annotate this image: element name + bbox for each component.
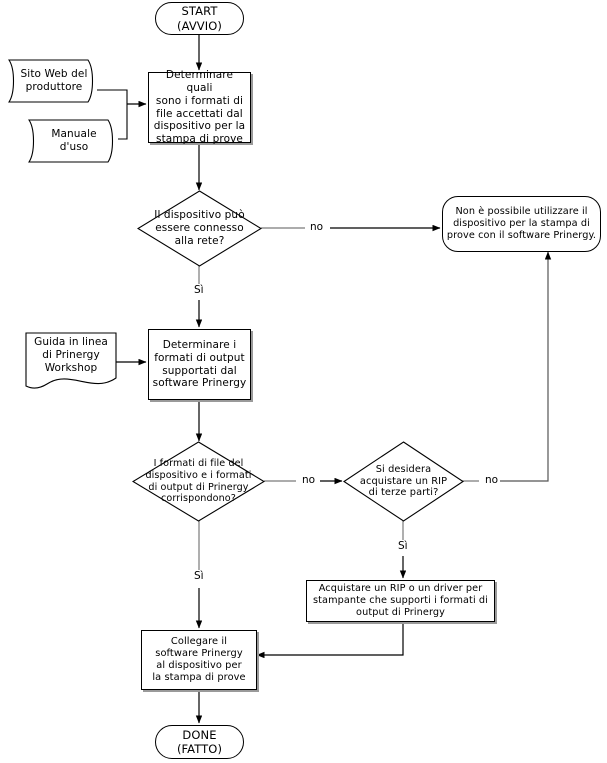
node-done[interactable]: DONE (FATTO): [155, 725, 244, 759]
node-process-determinare-output[interactable]: Determinare i formati di output supporta…: [148, 329, 251, 400]
node-done-label: DONE (FATTO): [176, 727, 223, 756]
node-end-non-possibile-label: Non è possibile utilizzare il dispositiv…: [446, 206, 597, 241]
node-process-collegare-label: Collegare il software Prinergy al dispos…: [152, 636, 246, 683]
edge-label-formati-si: Sì: [192, 570, 206, 582]
node-start-label: START (AVVIO): [177, 4, 222, 33]
edge-label-rip-no: no: [483, 474, 501, 486]
edge-label-rip-si: Sì: [396, 540, 410, 552]
node-decision-formati-corrispondono[interactable]: I formati di file del dispositivo e i fo…: [132, 441, 265, 522]
node-doc-guida-linea[interactable]: Guida in linea di Prinergy Workshop: [25, 331, 117, 391]
edge-label-rete-si: Sì: [192, 284, 206, 296]
node-process-acquistare-rip[interactable]: Acquistare un RIP o un driver per stampa…: [306, 580, 495, 622]
node-doc-sito-web-label: Sito Web del produttore: [20, 68, 88, 93]
node-doc-sito-web[interactable]: Sito Web del produttore: [8, 57, 100, 105]
node-process-determinare-formati-file-label: Determinare quali sono i formati di file…: [153, 69, 246, 146]
edge-label-formati-no: no: [300, 474, 318, 486]
node-doc-manuale[interactable]: Manuale d'uso: [28, 117, 120, 165]
node-decision-acquistare-rip-label: Si desidera acquistare un RIP di terze p…: [359, 463, 448, 499]
node-process-acquistare-rip-label: Acquistare un RIP o un driver per stampa…: [313, 583, 488, 618]
node-process-collegare[interactable]: Collegare il software Prinergy al dispos…: [141, 630, 257, 690]
node-process-determinare-output-label: Determinare i formati di output supporta…: [152, 338, 247, 390]
node-decision-connesso-rete-label: Il dispositivo può essere connesso alla …: [154, 209, 245, 247]
node-doc-manuale-label: Manuale d'uso: [51, 128, 97, 153]
node-decision-formati-corrispondono-label: I formati di file del dispositivo e i fo…: [145, 458, 252, 505]
node-process-determinare-formati-file[interactable]: Determinare quali sono i formati di file…: [148, 69, 251, 146]
node-start[interactable]: START (AVVIO): [155, 2, 244, 35]
node-doc-guida-linea-label: Guida in linea di Prinergy Workshop: [34, 336, 108, 374]
node-decision-acquistare-rip[interactable]: Si desidera acquistare un RIP di terze p…: [343, 441, 464, 522]
node-end-non-possibile[interactable]: Non è possibile utilizzare il dispositiv…: [442, 196, 601, 252]
node-decision-connesso-rete[interactable]: Il dispositivo può essere connesso alla …: [137, 190, 262, 267]
edge-label-rete-no: no: [308, 221, 326, 233]
